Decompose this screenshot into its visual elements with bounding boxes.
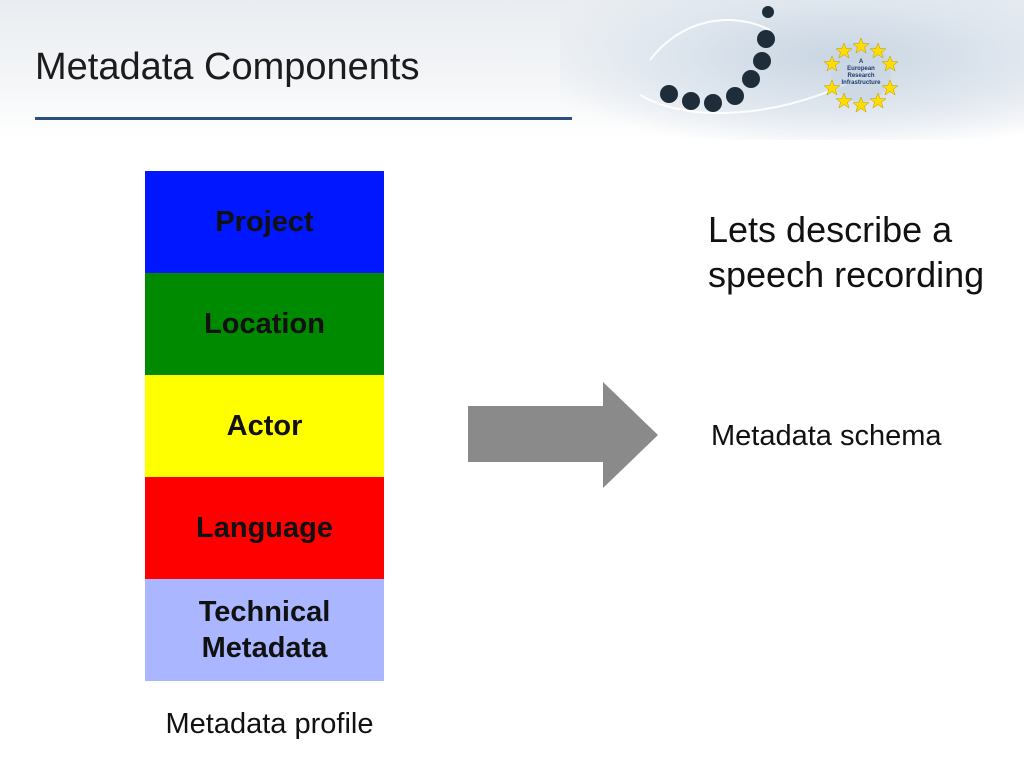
block-label: Actor [226, 410, 303, 442]
metadata-schema-caption: Metadata schema [711, 420, 942, 452]
description-text: Lets describe a speech recording [708, 207, 1024, 297]
slide-title: Metadata Components [35, 46, 420, 88]
description-line: Lets describe a [708, 209, 953, 250]
block-label: Location [204, 308, 325, 340]
eu-stars-emblem: A European Research Infrastructure [823, 37, 899, 113]
block-label-line: Technical [198, 596, 331, 628]
decorative-curve [649, 19, 771, 61]
block-technical-metadata: Technical Metadata [145, 579, 384, 681]
metadata-profile-caption: Metadata profile [165, 708, 374, 740]
block-project: Project [145, 171, 384, 273]
slide-header: Metadata Components [0, 0, 1024, 140]
europe-map-background [560, 0, 1024, 140]
block-label: Project [215, 206, 314, 238]
block-location: Location [145, 273, 384, 375]
logo-text-line: Infrastructure [841, 80, 881, 86]
title-underline [35, 117, 572, 120]
star-icon [823, 37, 899, 113]
logo-text-line: Research [847, 73, 874, 79]
logo-text-line: European [847, 66, 875, 72]
bead-chain-icon [660, 6, 775, 112]
metadata-profile-stack: Project Location Actor Language Technica… [145, 171, 384, 681]
logo-text-line: A [859, 59, 864, 65]
block-language: Language [145, 477, 384, 579]
block-actor: Actor [145, 375, 384, 477]
block-label-line: Metadata [201, 632, 328, 664]
block-label: Language [196, 512, 333, 544]
european-research-infrastructure-logo: A European Research Infrastructure [640, 6, 899, 115]
right-arrow-icon [468, 382, 658, 488]
description-line: speech recording [708, 254, 985, 295]
